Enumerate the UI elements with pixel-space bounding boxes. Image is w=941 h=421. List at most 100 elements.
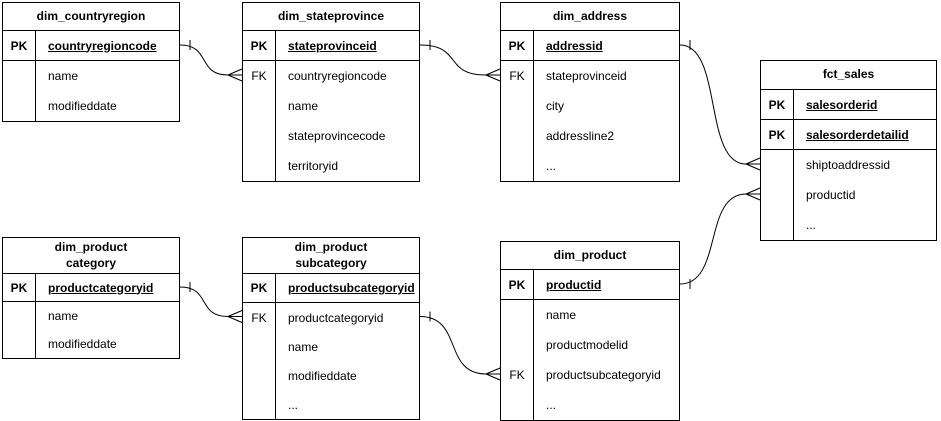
entity-row-dim_productcategory-1: name (3, 302, 179, 330)
crow-foot-many-marker (485, 68, 501, 82)
key-cell-empty (501, 330, 534, 360)
key-cell-empty (243, 151, 276, 181)
entity-row-dim_productcategory-0: PK productcategoryid (3, 274, 179, 302)
entity-row-dim_address-2: city (501, 91, 679, 121)
entity-row-dim_product-2: productmodelid (501, 330, 679, 360)
field-name: productcategoryid (288, 310, 384, 325)
pk-marker: PK (3, 274, 36, 301)
entity-title-dim_address: dim_address (501, 3, 679, 31)
relationship-edge[interactable] (419, 316, 487, 375)
key-cell-empty (501, 151, 534, 181)
relationship-dim_stateprovince-to-dim_address[interactable] (419, 40, 501, 82)
entity-row-dim_address-3: addressline2 (501, 121, 679, 151)
relationship-edge[interactable] (679, 193, 747, 285)
relationship-edge[interactable] (679, 44, 747, 165)
field-name: stateprovinceid (546, 69, 627, 83)
pk-marker: PK (501, 270, 534, 299)
key-cell-empty (761, 210, 794, 240)
field-name: countryregioncode (48, 38, 157, 53)
fk-marker: FK (501, 360, 534, 390)
relationship-edge[interactable] (419, 44, 487, 76)
pk-marker: PK (243, 274, 276, 302)
field-name: stateprovincecode (288, 129, 386, 143)
key-cell-empty (501, 121, 534, 151)
field-name: name (48, 309, 79, 323)
entity-row-dim_product-4: ... (501, 390, 679, 420)
field-name: productmodelid (546, 338, 629, 352)
field-name: modifieddate (48, 99, 117, 113)
field-name: ... (546, 159, 557, 173)
entity-row-dim_stateprovince-4: territoryid (243, 151, 419, 181)
pk-marker: PK (243, 31, 276, 60)
entity-row-dim_productsubcategory-3: modifieddate (243, 361, 419, 390)
entity-title-dim_countryregion: dim_countryregion (3, 3, 179, 31)
field-name: ... (806, 218, 817, 232)
pk-marker: PK (761, 90, 794, 119)
field-name: name (546, 308, 577, 322)
key-cell-empty (761, 150, 794, 180)
entity-title-dim_stateprovince: dim_stateprovince (243, 3, 419, 31)
entity-row-dim_countryregion-1: name (3, 61, 179, 91)
entity-row-dim_stateprovince-3: stateprovincecode (243, 121, 419, 151)
field-name: name (48, 69, 79, 83)
key-cell-empty (501, 91, 534, 121)
field-name: addressid (546, 38, 603, 53)
entity-row-fct_sales-2: shiptoaddressid (761, 150, 936, 180)
entity-row-dim_productcategory-2: modifieddate (3, 330, 179, 358)
entity-title-dim_product: dim_product (501, 242, 679, 270)
relationship-dim_product-to-fct_sales[interactable] (679, 187, 761, 289)
relationship-dim_productsubcategory-to-dim_product[interactable] (419, 311, 501, 381)
field-name: modifieddate (48, 337, 117, 351)
entity-row-dim_product-1: name (501, 300, 679, 330)
entity-row-fct_sales-3: productid (761, 180, 936, 210)
field-name: name (288, 99, 319, 113)
field-name: shiptoaddressid (806, 158, 891, 172)
field-name: ... (288, 397, 299, 412)
key-cell-empty (761, 180, 794, 210)
entity-row-dim_stateprovince-2: name (243, 91, 419, 121)
relationship-edge[interactable] (179, 286, 229, 317)
field-name: addressline2 (546, 129, 615, 143)
pk-marker: PK (3, 31, 36, 60)
key-cell-empty (3, 302, 36, 330)
entity-row-fct_sales-4: ... (761, 210, 936, 240)
crow-foot-many-marker (745, 187, 761, 201)
relationship-dim_countryregion-to-dim_stateprovince[interactable] (179, 40, 243, 82)
entity-row-dim_countryregion-2: modifieddate (3, 91, 179, 121)
crow-foot-many-marker (227, 310, 243, 323)
entity-row-dim_productsubcategory-4: ... (243, 390, 419, 419)
key-cell-empty (3, 61, 36, 91)
entity-row-dim_address-4: ... (501, 151, 679, 181)
entity-title-fct_sales: fct_sales (761, 61, 936, 90)
relationship-edge[interactable] (179, 44, 229, 76)
relationship-dim_productcategory-to-dim_productsubcategory[interactable] (179, 282, 243, 323)
key-cell-empty (243, 121, 276, 151)
field-name: name (288, 339, 319, 354)
crow-foot-many-marker (227, 68, 243, 82)
field-name: productcategoryid (48, 280, 154, 295)
key-cell-empty (243, 361, 276, 390)
field-name: ... (546, 398, 557, 412)
entity-title-dim_productsubcategory: dim_product subcategory (243, 238, 419, 274)
key-cell-empty (3, 91, 36, 121)
field-name: modifieddate (288, 368, 357, 383)
entity-row-dim_productsubcategory-2: name (243, 332, 419, 361)
crow-foot-many-marker (745, 157, 761, 171)
entity-row-dim_countryregion-0: PK countryregioncode (3, 31, 179, 61)
pk-marker: PK (501, 31, 534, 60)
relationship-dim_address-to-fct_sales[interactable] (679, 40, 761, 171)
